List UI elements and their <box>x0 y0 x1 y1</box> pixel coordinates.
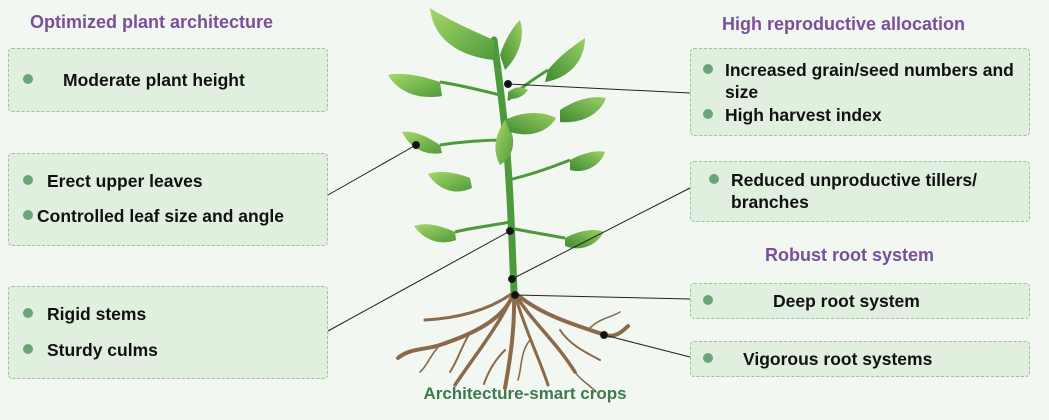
diagram-caption: Architecture-smart crops <box>330 384 720 404</box>
plant-illustration <box>388 8 606 292</box>
bullet-dot-icon <box>703 353 713 363</box>
item-label: Moderate plant height <box>63 69 245 91</box>
item-label: Controlled leaf size and angle <box>37 205 284 227</box>
item-label: Deep root system <box>773 290 920 312</box>
list-item: Moderate plant height <box>23 69 245 91</box>
box-grain-yield: Increased grain/seed numbers and size Hi… <box>690 48 1030 136</box>
bullet-dot-icon <box>23 210 33 220</box>
bullet-dot-icon <box>709 174 719 184</box>
item-label: Increased grain/seed numbers and size <box>725 59 1025 103</box>
item-label: Rigid stems <box>47 303 146 325</box>
bullet-dot-icon <box>23 74 33 84</box>
item-label: Reduced unproductive tillers/ branches <box>731 169 1021 213</box>
list-item: Rigid stems <box>23 303 146 325</box>
heading-plant-architecture: Optimized plant architecture <box>30 12 273 33</box>
box-plant-height: Moderate plant height <box>8 48 328 112</box>
heading-reproductive-allocation: High reproductive allocation <box>722 14 965 35</box>
bullet-dot-icon <box>23 175 33 185</box>
item-label: Vigorous root systems <box>743 348 932 370</box>
list-item: Deep root system <box>703 290 920 312</box>
list-item: High harvest index <box>703 104 882 126</box>
list-item: Reduced unproductive tillers/ branches <box>709 169 1021 213</box>
bullet-dot-icon <box>703 64 713 74</box>
list-item: Erect upper leaves <box>23 170 203 192</box>
list-item: Controlled leaf size and angle <box>23 205 284 227</box>
root-illustration <box>398 292 628 392</box>
box-leaves: Erect upper leaves Controlled leaf size … <box>8 153 328 246</box>
box-tillers: Reduced unproductive tillers/ branches <box>690 161 1030 222</box>
list-item: Increased grain/seed numbers and size <box>703 59 1025 103</box>
item-label: Sturdy culms <box>47 339 158 361</box>
box-vigorous-root: Vigorous root systems <box>690 341 1030 377</box>
bullet-dot-icon <box>23 308 33 318</box>
list-item: Vigorous root systems <box>703 348 932 370</box>
bullet-dot-icon <box>23 344 33 354</box>
bullet-dot-icon <box>703 295 713 305</box>
heading-root-system: Robust root system <box>765 245 934 266</box>
list-item: Sturdy culms <box>23 339 158 361</box>
bullet-dot-icon <box>703 109 713 119</box>
item-label: Erect upper leaves <box>47 170 203 192</box>
item-label: High harvest index <box>725 104 882 126</box>
box-deep-root: Deep root system <box>690 283 1030 319</box>
box-stems: Rigid stems Sturdy culms <box>8 286 328 379</box>
